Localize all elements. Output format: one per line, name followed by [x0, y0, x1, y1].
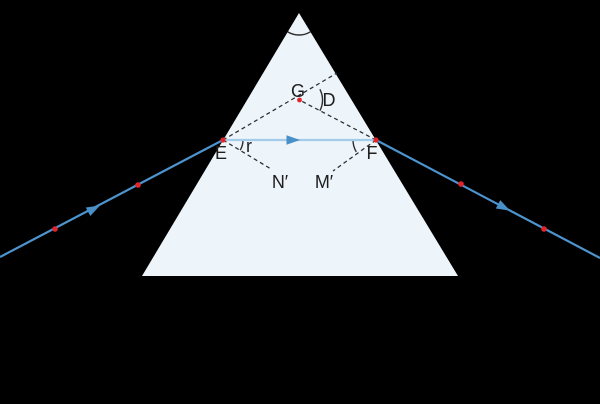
prism-glass — [142, 13, 458, 276]
apex-angle-arc — [287, 31, 311, 36]
label-M: M′ — [315, 172, 334, 192]
incident-ray-arrow — [85, 205, 100, 216]
emergent-ray-arrow — [495, 200, 510, 211]
incident-ray-extension — [222, 72, 338, 141]
emergent-ray-point-1 — [458, 181, 464, 187]
deviation-angle-arc — [319, 88, 324, 112]
point-E-dot — [220, 137, 226, 143]
point-G-dot — [297, 97, 302, 103]
label-G: G — [291, 81, 305, 101]
label-D: D — [323, 90, 336, 110]
emergent-ray-point-2 — [541, 226, 547, 232]
emergent-ray — [375, 139, 600, 259]
incident-ray-point-2 — [135, 182, 141, 188]
label-N: N′ — [272, 172, 289, 192]
label-F: F — [367, 143, 378, 163]
normal-at-F — [332, 139, 377, 172]
incident-ray — [0, 139, 224, 258]
point-F-dot — [373, 137, 379, 143]
incident-ray-point-1 — [52, 226, 58, 232]
label-E: E — [215, 143, 227, 163]
internal-ray-arrow — [286, 135, 300, 145]
label-r: r — [246, 136, 252, 156]
normal-at-E — [222, 139, 272, 170]
